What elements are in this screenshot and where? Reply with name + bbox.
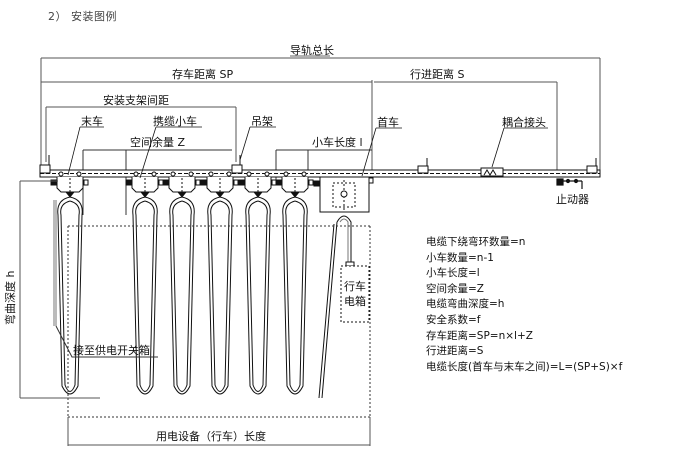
section-heading: 2） 安装图例	[48, 10, 117, 23]
supply-cable	[53, 200, 158, 358]
end-stop-icon	[556, 178, 583, 189]
cable-loop	[132, 196, 158, 395]
trolley	[125, 171, 164, 198]
label-travel-distance: 行进距离 S	[410, 67, 464, 81]
formula-item: 存车距离=SP=n×l+Z	[426, 329, 533, 342]
cable-loop	[57, 196, 83, 395]
crane-electric-box	[340, 265, 370, 323]
cable-loop	[245, 196, 271, 395]
label-bend-depth: 弯曲深度 h	[3, 271, 17, 325]
dim-bend-depth	[19, 180, 100, 399]
formula-item: 行进距离=S	[426, 345, 484, 358]
callout-leaders	[67, 126, 548, 179]
formula-item: 小车长度=l	[426, 267, 480, 280]
trolley	[50, 171, 89, 198]
dim-rail-total-length	[40, 57, 601, 176]
formula-item: 安全系数=f	[426, 313, 481, 326]
label-crane-box-line1: 行车	[344, 279, 366, 293]
cable-loop	[207, 196, 233, 395]
cable-loop	[282, 196, 308, 395]
label-hanger: 吊架	[251, 115, 273, 128]
dim-bracket-spacing	[45, 106, 237, 162]
formula-item: 小车数量=n-1	[426, 251, 494, 264]
label-trolley-length: 小车长度 l	[312, 135, 363, 149]
coupling-joint-icon	[480, 167, 504, 177]
label-rail-total-length: 导轨总长	[290, 43, 334, 57]
rail	[39, 169, 601, 178]
label-supply-switchbox: 接至供电开关箱	[73, 343, 150, 357]
label-bracket-spacing: 安装支架间距	[103, 93, 169, 107]
formula-list: 电缆下绕弯环数量=n 小车数量=n-1 小车长度=l 空间余量=Z 电缆弯曲深度=h 安全…	[426, 235, 622, 375]
label-head-trolley: 首车	[377, 115, 399, 129]
head-trolley	[313, 176, 374, 213]
formula-item: 电缆弯曲深度=h	[426, 298, 505, 311]
label-coupling-joint: 耦合接头	[502, 115, 546, 129]
trolley	[162, 171, 201, 198]
dim-equipment-length	[67, 417, 371, 446]
hanger-icons	[39, 155, 598, 174]
trolley-group	[50, 171, 314, 198]
label-parking-distance: 存车距离 SP	[172, 67, 233, 81]
dim-travel-distance	[374, 81, 558, 176]
trolley	[238, 171, 277, 198]
label-cable-trolley: 携缆小车	[153, 114, 197, 128]
cable-loop-group	[57, 196, 308, 395]
crane-box-cable	[318, 215, 355, 399]
trolley	[200, 171, 239, 198]
label-equipment-length: 用电设备（行车）长度	[156, 429, 266, 443]
formula-item: 空间余量=Z	[426, 282, 484, 295]
formula-item: 电缆下绕弯环数量=n	[426, 236, 526, 248]
dim-parking-distance	[41, 80, 373, 175]
cable-loop	[169, 196, 195, 395]
trolley	[275, 171, 314, 198]
label-end-stop: 止动器	[556, 193, 589, 206]
label-end-trolley: 末车	[81, 114, 103, 128]
formula-item: 电缆长度(首车与末车之间)=L=(SP+S)×f	[426, 360, 623, 373]
label-crane-box-line2: 电箱	[344, 294, 366, 308]
equipment-outline	[67, 225, 371, 418]
label-clearance: 空间余量 Z	[130, 135, 185, 149]
